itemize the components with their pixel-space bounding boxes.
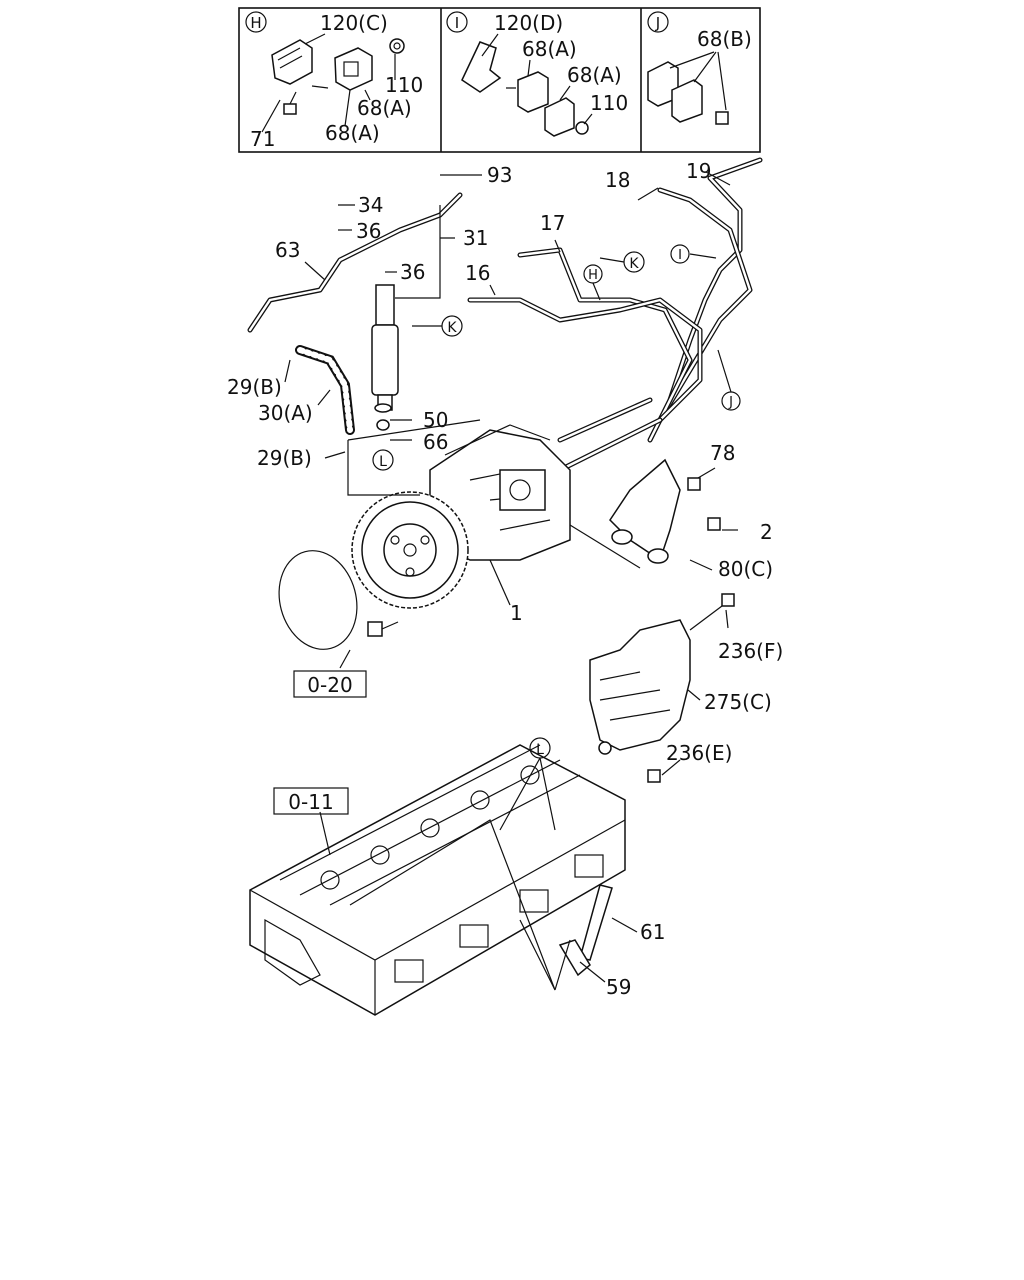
callout-236e: 236(E) bbox=[666, 741, 732, 765]
callout-66: 66 bbox=[423, 430, 448, 454]
callout-18: 18 bbox=[605, 168, 630, 192]
inset-h-label-68a-2: 68(A) bbox=[325, 121, 380, 145]
clamp-68a-lower-shape bbox=[544, 97, 575, 137]
callout-63: 63 bbox=[275, 238, 300, 262]
inset-i-label-120d: 120(D) bbox=[494, 11, 563, 35]
callout-50: 50 bbox=[423, 408, 448, 432]
inset-panels: H 120(C) 110 68(A) 68(A) 71 I bbox=[238, 7, 761, 153]
key-l-upper: L bbox=[379, 454, 387, 470]
inset-i-label-110: 110 bbox=[590, 91, 628, 115]
nut-110-shape bbox=[389, 38, 405, 54]
reference-boxes: 0-20 0-11 bbox=[273, 670, 367, 815]
callout-29b-upper: 29(B) bbox=[227, 375, 282, 399]
key-i: I bbox=[678, 248, 682, 263]
callout-1: 1 bbox=[510, 601, 523, 625]
callout-36-lower: 36 bbox=[400, 260, 425, 284]
callout-2: 2 bbox=[760, 520, 773, 544]
bolt-71-shape bbox=[283, 103, 297, 115]
callout-78: 78 bbox=[710, 441, 735, 465]
callout-61: 61 bbox=[640, 920, 665, 944]
circle-keys: K K H I J L L bbox=[372, 244, 741, 759]
callout-236f: 236(F) bbox=[718, 639, 783, 663]
inset-j-key-circle bbox=[647, 11, 669, 33]
key-k-lower: K bbox=[447, 320, 457, 336]
injection-pump bbox=[278, 419, 571, 650]
key-l-lower: L bbox=[536, 742, 544, 758]
callout-80c: 80(C) bbox=[718, 557, 773, 581]
callout-275c: 275(C) bbox=[704, 690, 772, 714]
callout-93: 93 bbox=[487, 163, 512, 187]
inset-j-key: J bbox=[655, 14, 660, 32]
inset-h-key-circle bbox=[245, 11, 267, 33]
inset-i-label-68a-2: 68(A) bbox=[567, 63, 622, 87]
callout-16: 16 bbox=[465, 261, 490, 285]
callout-labels: 93 18 19 34 36 31 36 63 17 16 29(B) 30(A… bbox=[227, 159, 783, 999]
bolt-j-shape bbox=[715, 111, 729, 125]
callout-19: 19 bbox=[686, 159, 711, 183]
callout-31: 31 bbox=[463, 226, 488, 250]
bracket-120d-shape bbox=[461, 41, 502, 93]
inset-h-label-120c: 120(C) bbox=[320, 11, 388, 35]
clamp-68a-shape bbox=[334, 47, 373, 91]
injector-nozzle bbox=[371, 284, 399, 431]
fuel-injection-pipes bbox=[247, 157, 763, 473]
key-k-upper: K bbox=[629, 256, 639, 272]
ref-0-20-label: 0-20 bbox=[307, 673, 352, 697]
inset-i-key: I bbox=[455, 14, 459, 32]
cover-plate bbox=[589, 593, 735, 783]
callout-59: 59 bbox=[606, 975, 631, 999]
inset-frame bbox=[238, 7, 761, 153]
callout-17: 17 bbox=[540, 211, 565, 235]
callout-29b-lower: 29(B) bbox=[257, 446, 312, 470]
inset-i-label-68a-1: 68(A) bbox=[522, 37, 577, 61]
leader-lines bbox=[284, 171, 738, 991]
inset-j-label-68b: 68(B) bbox=[697, 27, 752, 51]
key-h: H bbox=[588, 268, 598, 283]
inset-i-key-circle bbox=[446, 11, 468, 33]
ref-0-11-label: 0-11 bbox=[288, 790, 333, 814]
inset-h: H 120(C) 110 68(A) 68(A) 71 bbox=[245, 11, 423, 151]
key-j: J bbox=[728, 395, 733, 410]
pump-bracket bbox=[569, 458, 721, 569]
ref-box-0-20 bbox=[293, 670, 367, 698]
callout-36-upper: 36 bbox=[356, 219, 381, 243]
clamp-68b-right-shape bbox=[671, 79, 703, 123]
inset-i: I 120(D) 68(A) 68(A) 110 bbox=[446, 11, 628, 137]
inset-j: J 68(B) bbox=[647, 11, 752, 125]
nut-110-i-shape bbox=[575, 121, 589, 135]
callout-30a: 30(A) bbox=[258, 401, 313, 425]
ref-box-0-11 bbox=[273, 787, 349, 815]
callout-34: 34 bbox=[358, 193, 383, 217]
inset-h-label-110: 110 bbox=[385, 73, 423, 97]
inset-h-label-68a-1: 68(A) bbox=[357, 96, 412, 120]
clamp-68a-upper-shape bbox=[517, 71, 549, 113]
cylinder-head bbox=[249, 744, 626, 1016]
inset-h-key: H bbox=[250, 14, 261, 32]
